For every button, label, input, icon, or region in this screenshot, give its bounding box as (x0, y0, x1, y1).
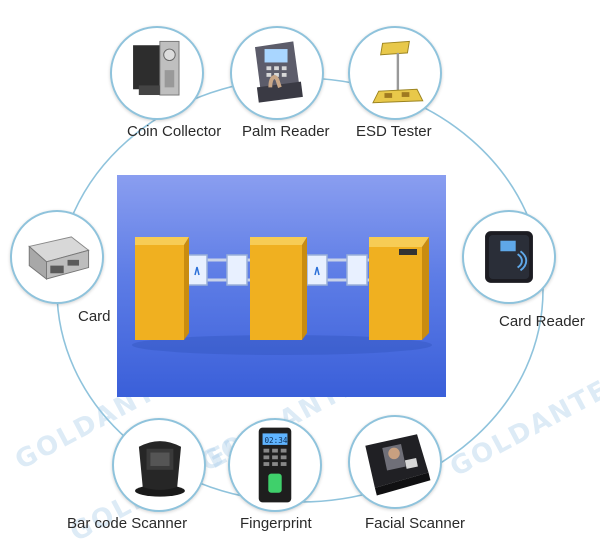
barcode-scanner-node (112, 418, 206, 512)
esd-tester-label: ESD Tester (356, 123, 432, 140)
facial-scanner-label: Facial Scanner (365, 515, 466, 532)
fingerprint-icon: 02:34 (258, 427, 292, 503)
facial-scanner-node (348, 415, 442, 509)
card-label: Card (78, 308, 111, 325)
coin-collector-node (110, 26, 204, 120)
palm-reader-label: Palm Reader (242, 123, 330, 140)
card-reader-node (462, 210, 556, 304)
coin-collector-label: Coin Collector (127, 123, 222, 140)
card-dispenser-icon (28, 236, 90, 281)
esd-tester-node (348, 26, 442, 120)
barcode-scanner-label: Bar code Scanner (67, 515, 188, 532)
barcode-scanner-icon (135, 441, 185, 497)
coin-collector-icon (133, 40, 180, 96)
fingerprint-label: Fingerprint (240, 515, 312, 532)
facial-scanner-icon (365, 434, 431, 496)
card-reader-icon (485, 231, 533, 283)
turnstile-panel (117, 175, 446, 397)
swing-barrier-turnstile-icon (132, 237, 432, 355)
palm-reader-icon (254, 41, 303, 103)
palm-reader-node (230, 26, 324, 120)
card-reader-label: Card Reader (499, 313, 585, 330)
card-node (10, 210, 104, 304)
fingerprint-node: 02:34 (228, 418, 322, 512)
esd-tester-icon (372, 40, 424, 104)
fingerprint-screen-text: 02:34 (264, 436, 287, 445)
